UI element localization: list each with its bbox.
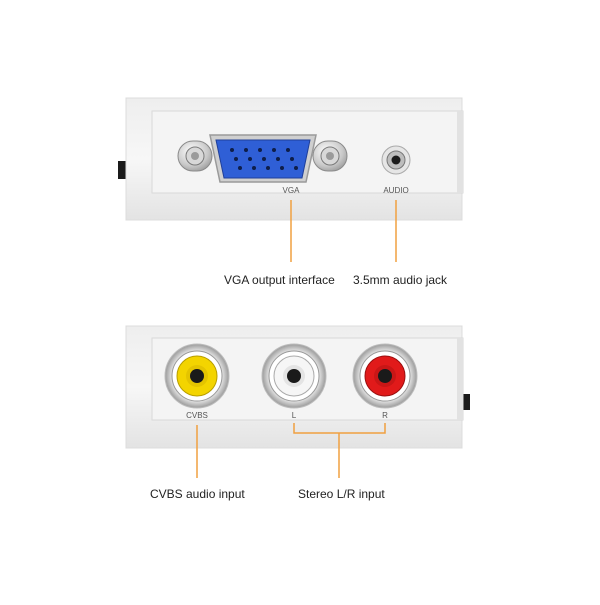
left-port-label: L <box>292 411 297 420</box>
rca-red-icon <box>352 343 418 409</box>
audio-callout: 3.5mm audio jack <box>353 273 448 287</box>
right-port-label: R <box>382 411 388 420</box>
vga-port-label: VGA <box>283 186 301 195</box>
vga-callout: VGA output interface <box>224 273 335 287</box>
cvbs-port-label: CVBS <box>186 411 208 420</box>
cvbs-callout: CVBS audio input <box>150 487 245 501</box>
audio-jack-icon <box>381 145 411 175</box>
bottom-leader-lines <box>196 423 386 478</box>
vga-port-icon <box>177 134 348 183</box>
audio-port-label: AUDIO <box>383 186 408 195</box>
top-leader-lines <box>290 200 397 262</box>
rca-white-icon <box>261 343 327 409</box>
rca-yellow-icon <box>164 343 230 409</box>
stereo-callout: Stereo L/R input <box>298 487 385 501</box>
